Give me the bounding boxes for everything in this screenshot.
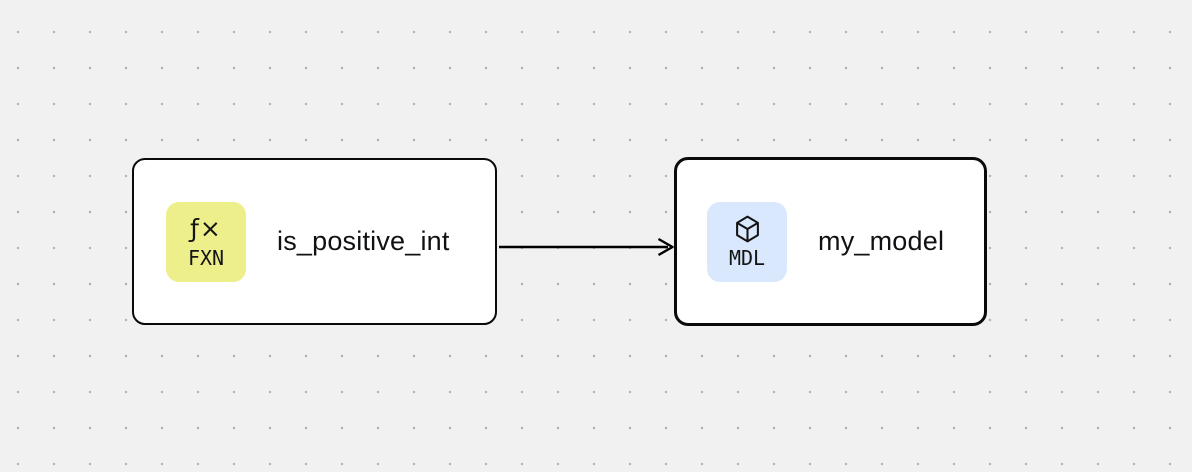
node-label: is_positive_int (277, 226, 450, 256)
function-type-tag: FXN (187, 245, 225, 270)
model-type-badge: MDL (707, 201, 787, 282)
function-icon: ƒ× (190, 213, 222, 243)
node-label: my_model (818, 226, 945, 256)
edge-function-to-model[interactable] (499, 237, 674, 257)
model-type-tag: MDL (728, 245, 766, 270)
function-type-badge: ƒ× FXN (166, 201, 246, 282)
node-my-model[interactable]: MDL my_model (674, 157, 987, 326)
arrowhead-icon (657, 237, 674, 257)
cube-icon (733, 214, 762, 244)
node-is-positive-int[interactable]: ƒ× FXN is_positive_int (132, 158, 497, 325)
